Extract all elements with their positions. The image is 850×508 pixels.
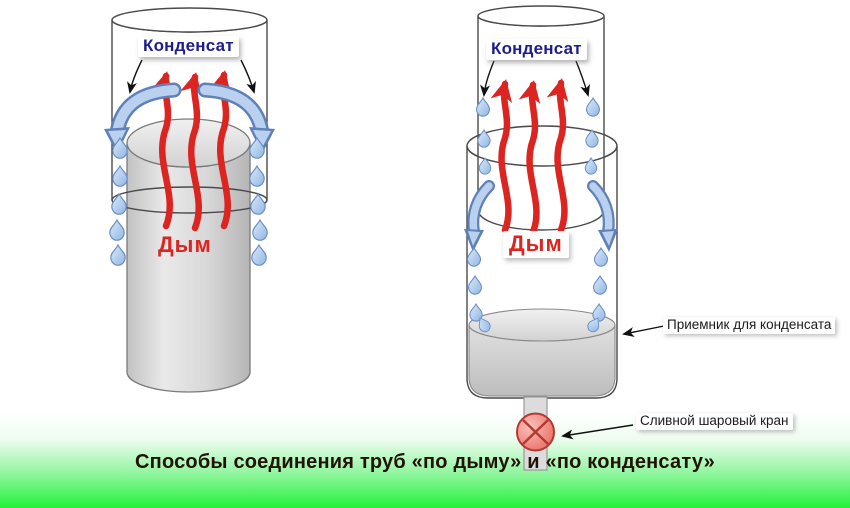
outer-pipe-top-rim [466, 125, 618, 167]
right-pipe-assembly [464, 5, 665, 471]
caption-title: Способы соединения труб «по дыму» и «по … [135, 451, 715, 473]
valve-label-pointer [561, 424, 634, 440]
outer-pipe-bottom-rim [111, 186, 268, 214]
condensate-flow-arrow-left [464, 180, 495, 252]
smoke-arrow [490, 79, 513, 234]
left-smoke-label: Дым [158, 232, 212, 257]
valve-label: Сливной шаровый кран [636, 413, 793, 430]
smoke-arrow [546, 78, 569, 234]
condensate-flow-arrow-left [104, 82, 182, 154]
receiver-label-pointer [622, 325, 665, 337]
condensate-receiver-surface [468, 308, 616, 342]
smoke-arrow [518, 80, 541, 236]
smoke-arrow [180, 72, 202, 232]
inner-pipe [126, 142, 251, 393]
droplet-icon [251, 244, 267, 266]
condensate-label-pointer [480, 60, 495, 97]
left-condensate-label: Конденсат [138, 36, 239, 57]
condensate-flow-arrow-right [197, 82, 275, 154]
droplet-icon [110, 244, 126, 266]
condensate-label-pointer [575, 60, 590, 97]
droplet-icon [252, 219, 268, 241]
right-smoke-label: Дым [503, 231, 569, 259]
receiver-label: Приемник для конденсата [663, 317, 836, 334]
drain-valve [516, 412, 555, 452]
outer-pipe-top-rim [111, 7, 268, 33]
droplet-icon [109, 219, 125, 241]
left-pipe-assembly [104, 7, 275, 393]
annotation-pointers [480, 60, 665, 440]
right-condensate-label: Конденсат [486, 39, 587, 60]
smoke-arrows [490, 78, 569, 236]
condensate-flow-arrow-right [587, 180, 618, 252]
inner-pipe-top-rim [477, 5, 605, 27]
condensate-label-pointers [127, 59, 256, 94]
